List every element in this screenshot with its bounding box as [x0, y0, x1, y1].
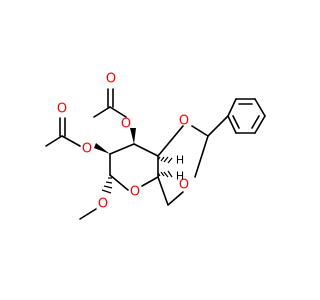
ch2-to-c5: [157, 176, 169, 206]
ester-o-to-carbonyl-c: [61, 135, 81, 147]
oxygen-label: O: [106, 72, 116, 87]
phenyl-bond: [227, 115, 237, 134]
oxygen-label: O: [179, 114, 189, 129]
left-acetate: [45, 117, 81, 147]
phenyl-bond: [254, 115, 266, 134]
carbonyl-c-to-methyl: [93, 106, 111, 118]
acetal-phenyl-bond: [207, 115, 229, 137]
o-upper-to-c4: [157, 125, 184, 157]
oxygen-label: O: [179, 178, 189, 193]
methoxy-methyl-bond: [79, 208, 97, 220]
ester-o-to-carbonyl-c: [109, 106, 127, 118]
o-ring-c1-bond: [109, 174, 129, 191]
phenyl-bond: [254, 98, 266, 117]
hydrogen-label: H: [176, 170, 184, 183]
o-lower-to-ch2: [167, 191, 184, 206]
acetal-to-o-lower: [194, 135, 209, 178]
c5-hashed-bond: [157, 170, 173, 178]
c4-hashed-bond: [157, 156, 173, 164]
c5-o-ring-bond: [141, 176, 159, 187]
oxygen-label: O: [82, 142, 92, 157]
phenyl-bond: [227, 98, 237, 117]
carbonyl-c-to-methyl: [45, 135, 63, 147]
upper-acetate: [93, 88, 127, 118]
oxygen-label: O: [121, 117, 131, 132]
structure-diagram: O O O O O O O O H H: [45, 72, 266, 220]
dioxane-ring: [157, 125, 209, 206]
c3-c4-bond: [133, 143, 159, 157]
acetal-to-o-upper: [191, 125, 209, 137]
oxygen-label: O: [57, 102, 67, 117]
phenyl-ring: [227, 98, 266, 134]
phenyl-double-bond: [232, 115, 240, 129]
c1-hashed-bond: [101, 177, 113, 194]
hydrogen-label: H: [176, 154, 184, 167]
oxygen-label: O: [98, 197, 108, 212]
molecule-canvas: O O O O O O O O H H: [45, 71, 266, 220]
phenyl-double-bond: [251, 115, 260, 129]
c3-wedge-bond: [130, 128, 136, 144]
oxygen-label: O: [130, 185, 140, 200]
c2-c3-bond: [109, 143, 135, 155]
pyranose-ring: [109, 143, 159, 191]
c2-wedge-bond: [94, 143, 110, 154]
